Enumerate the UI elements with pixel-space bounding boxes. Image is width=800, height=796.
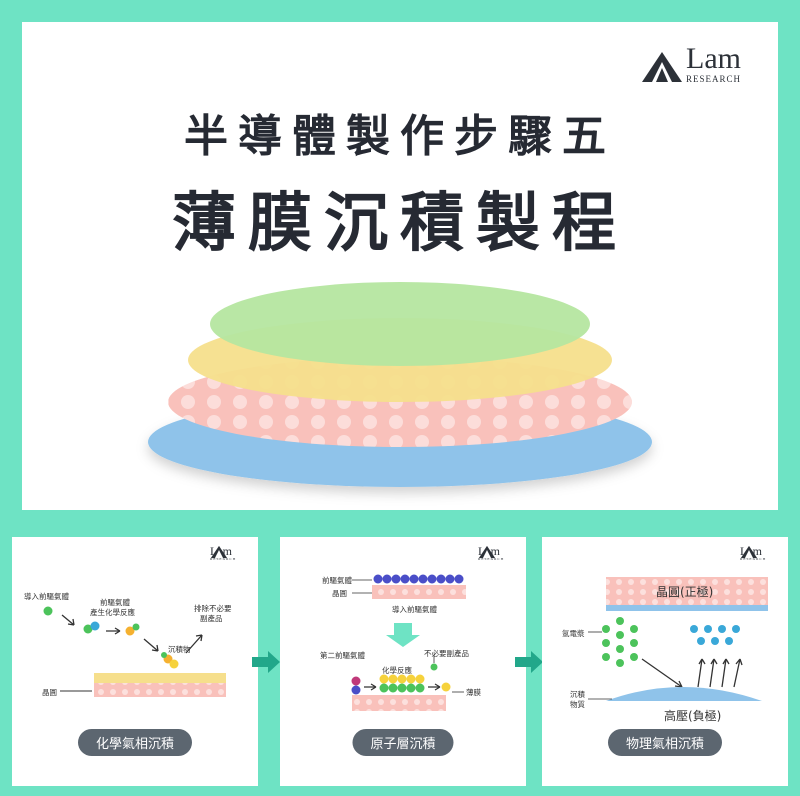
brand-sub: RESEARCH — [210, 557, 237, 561]
ald-label-precursor: 前驅氣體 — [322, 576, 352, 585]
layer-top-green — [210, 282, 590, 366]
cvd-label-deposit: 沉積物 — [168, 645, 191, 654]
pvd-label-deposit-1: 沉積 — [570, 690, 585, 699]
hero-title-line1: 半導體製作步驟五 — [184, 111, 616, 162]
pvd-argon-molecules — [602, 617, 638, 667]
cvd-label-import: 導入前驅氣體 — [24, 592, 69, 601]
brand-logo: Lam RESEARCH — [640, 44, 741, 84]
cvd-diagram — [43, 606, 226, 697]
arrow-right-icon — [515, 651, 543, 673]
panel-pvd-title: 物理氣相沉積 — [607, 729, 723, 756]
pvd-diagram — [588, 577, 768, 701]
cvd-deposit-layer — [94, 673, 226, 683]
ald-label-import: 導入前驅氣體 — [392, 605, 437, 614]
pvd-label-deposit-2: 物質 — [570, 700, 585, 709]
panel-pvd: Lam RESEARCH 晶圓(正極) 氬電漿 沉積 物質 高壓(負極) 物理氣… — [542, 537, 788, 786]
brand-sub: RESEARCH — [740, 557, 767, 561]
lam-triangle-icon — [642, 52, 682, 82]
pvd-sputtered-molecules — [690, 625, 740, 645]
pvd-label-argon: 氬電漿 — [562, 629, 585, 638]
cvd-label-precursor-1: 前驅氣體 — [100, 598, 130, 607]
brand-sub: RESEARCH — [686, 74, 742, 84]
panel-ald: Lam RESEARCH 前驅氣體 晶圓 導入前驅氣體 第二前驅氣體 不必要副產… — [280, 537, 526, 786]
ald-diagram — [351, 574, 466, 711]
ald-down-arrow — [386, 623, 420, 647]
pvd-target — [606, 687, 762, 701]
ald-film-molecules — [379, 674, 425, 693]
panel-ald-title: 原子層沉積 — [352, 729, 454, 756]
cvd-molecule — [43, 606, 53, 616]
lam-triangle-icon — [740, 545, 758, 559]
ald-label-byproduct: 不必要副產品 — [424, 649, 469, 658]
pvd-label-target: 高壓(負極) — [664, 709, 722, 723]
cvd-label-wafer: 晶圓 — [42, 688, 57, 697]
arrow-right-icon — [252, 651, 280, 673]
hero-title-line2: 薄膜沉積製程 — [172, 187, 628, 261]
brand-name: Lam — [686, 42, 741, 75]
panel-cvd: Lam RESEARCH 導入前驅氣體 前驅氣體 產生化學反應 排除不必要 副產… — [12, 537, 258, 786]
film-layers-illustration — [148, 282, 652, 487]
ald-label-wafer: 晶圓 — [332, 589, 347, 598]
hero-card: Lam RESEARCH 半導體製作步驟五 薄膜沉積製程 — [22, 22, 778, 510]
ald-label-film: 薄膜 — [466, 688, 481, 697]
pvd-label-wafer: 晶圓(正極) — [656, 585, 714, 599]
brand-sub: RESEARCH — [478, 557, 505, 561]
ald-label-reaction: 化學反應 — [382, 666, 412, 675]
cvd-label-byproduct-1: 排除不必要 — [194, 604, 232, 613]
panel-ald-logo: Lam RESEARCH — [478, 545, 504, 561]
panel-cvd-title: 化學氣相沉積 — [77, 729, 193, 756]
lam-triangle-icon — [478, 545, 496, 559]
cvd-label-byproduct-2: 副產品 — [200, 614, 223, 623]
cvd-label-precursor-2: 產生化學反應 — [90, 608, 135, 617]
panel-cvd-logo: Lam RESEARCH — [210, 545, 236, 561]
panel-pvd-logo: Lam RESEARCH — [740, 545, 766, 561]
lam-triangle-icon — [210, 545, 228, 559]
ald-label-second: 第二前驅氣體 — [320, 651, 365, 660]
ald-top-molecules — [373, 574, 464, 584]
